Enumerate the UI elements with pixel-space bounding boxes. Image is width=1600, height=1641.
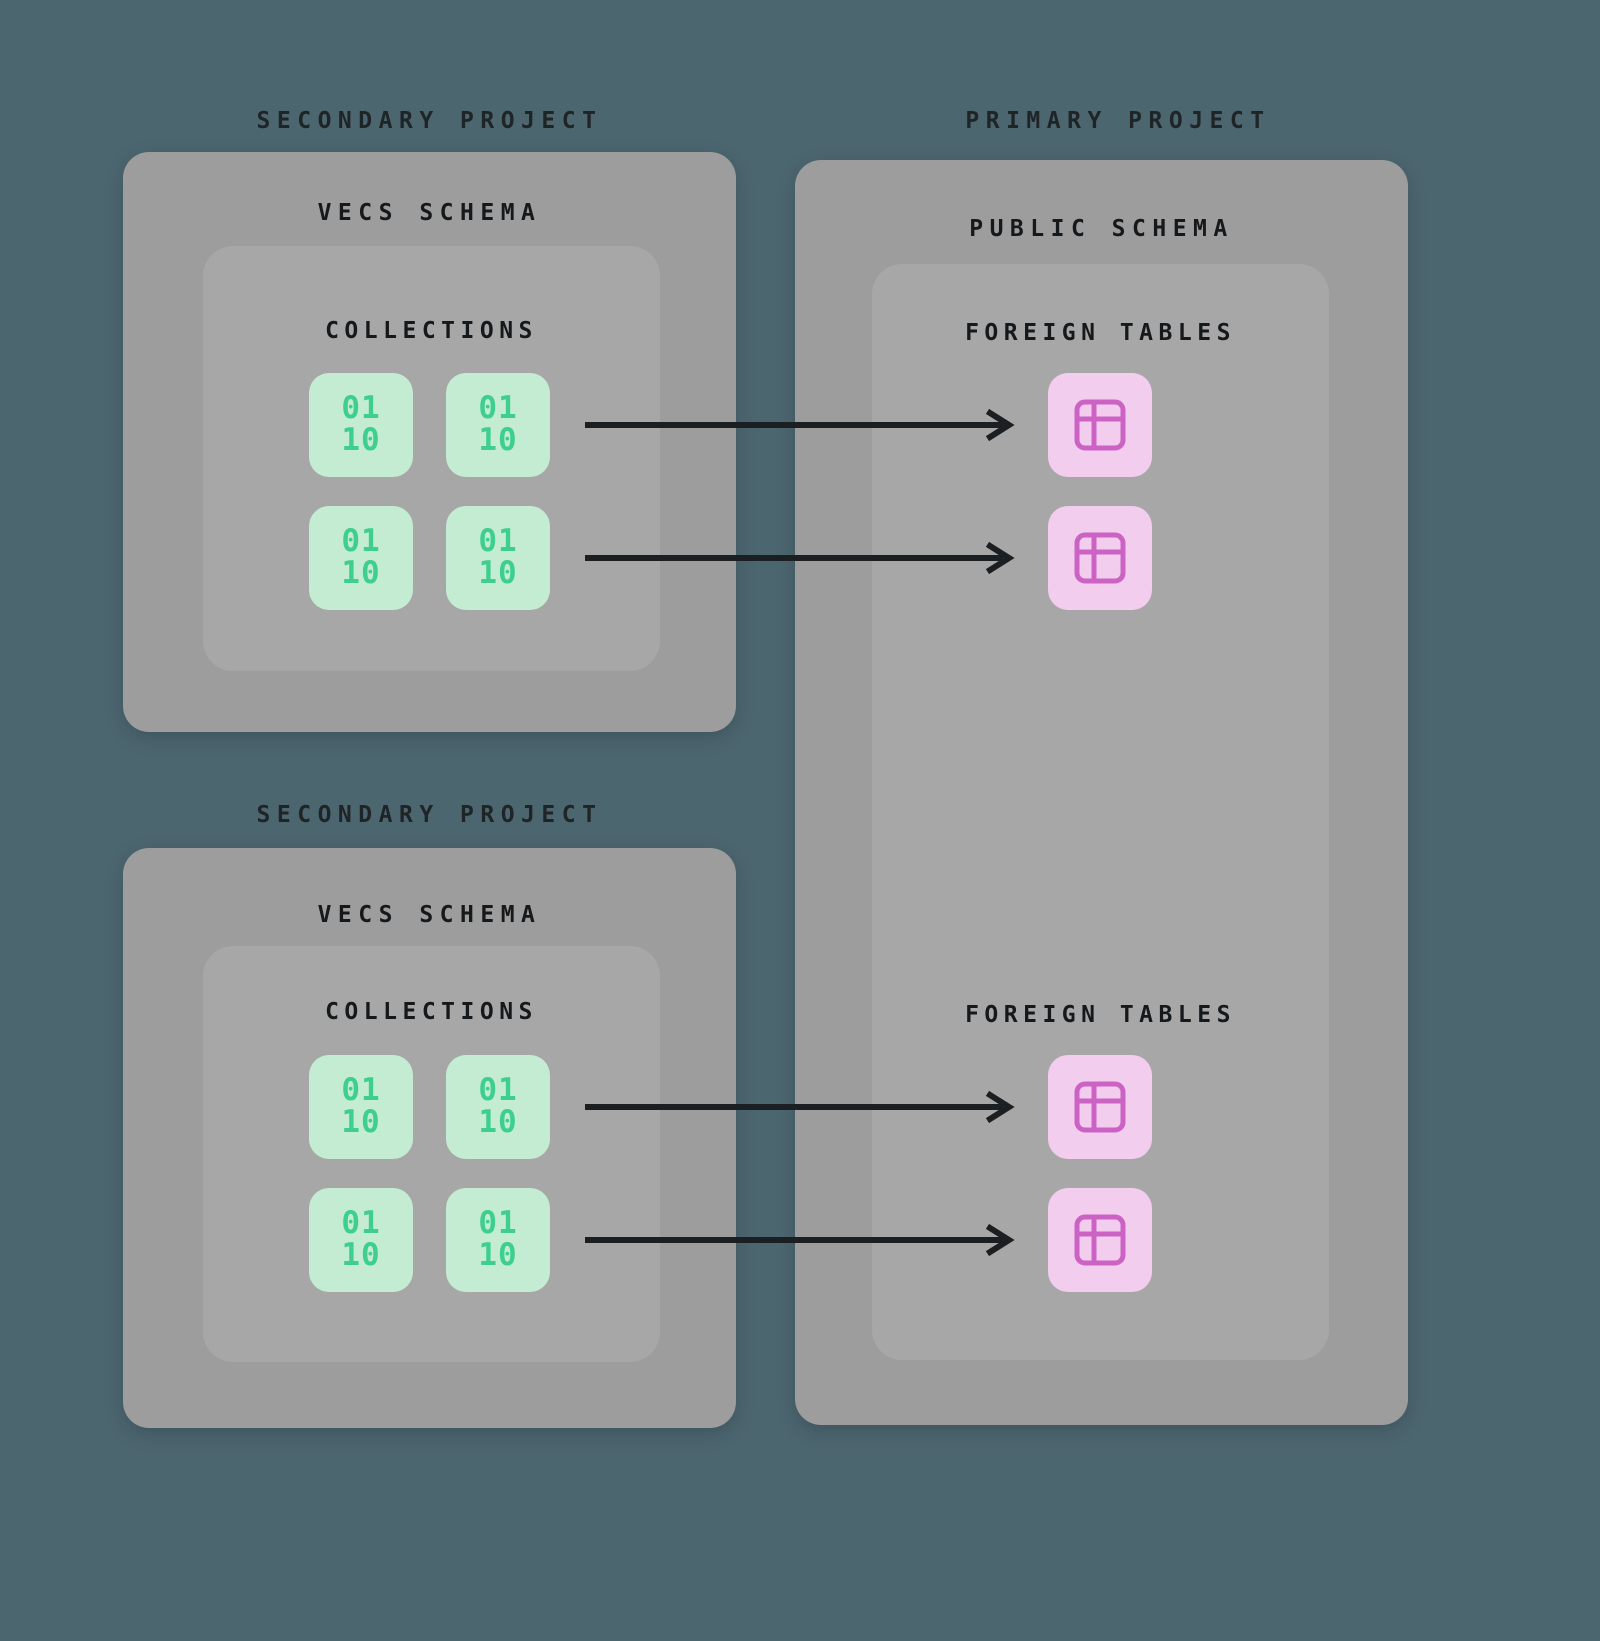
foreign-tables-label-1: FOREIGN TABLES <box>965 320 1236 346</box>
collection-tile-text: 01 10 <box>478 1205 518 1273</box>
collection-tile-text: 01 10 <box>478 523 518 591</box>
table-icon <box>1070 528 1130 588</box>
collection-tile-5[interactable]: 01 10 <box>309 1055 413 1159</box>
arrow-2 <box>585 541 1017 575</box>
collection-tile-3[interactable]: 01 10 <box>309 506 413 610</box>
foreign-table-3[interactable] <box>1048 1055 1152 1159</box>
collection-tile-text: 01 10 <box>478 1072 518 1140</box>
foreign-table-1[interactable] <box>1048 373 1152 477</box>
primary-project-title: PRIMARY PROJECT <box>965 108 1271 134</box>
foreign-table-4[interactable] <box>1048 1188 1152 1292</box>
vecs-schema-inner-panel-1 <box>203 246 660 671</box>
table-icon <box>1070 395 1130 455</box>
foreign-table-2[interactable] <box>1048 506 1152 610</box>
collection-tile-7[interactable]: 01 10 <box>309 1188 413 1292</box>
arrow-4 <box>585 1223 1017 1257</box>
secondary-project-panel-2 <box>123 848 736 1428</box>
collection-tile-text: 01 10 <box>341 523 381 591</box>
secondary-project-title-2: SECONDARY PROJECT <box>256 802 603 828</box>
vecs-schema-inner-panel-2 <box>203 946 660 1362</box>
vecs-schema-label-2: VECS SCHEMA <box>317 902 542 928</box>
collection-tile-text: 01 10 <box>341 390 381 458</box>
collection-tile-text: 01 10 <box>341 1072 381 1140</box>
public-schema-label: PUBLIC SCHEMA <box>969 216 1234 242</box>
collection-tile-4[interactable]: 01 10 <box>446 506 550 610</box>
arrow-1 <box>585 408 1017 442</box>
collection-tile-8[interactable]: 01 10 <box>446 1188 550 1292</box>
table-icon <box>1070 1077 1130 1137</box>
collections-label-1: COLLECTIONS <box>325 318 538 344</box>
collection-tile-1[interactable]: 01 10 <box>309 373 413 477</box>
secondary-project-title-1: SECONDARY PROJECT <box>256 108 603 134</box>
table-icon <box>1070 1210 1130 1270</box>
collection-tile-text: 01 10 <box>341 1205 381 1273</box>
foreign-tables-label-2: FOREIGN TABLES <box>965 1002 1236 1028</box>
collection-tile-text: 01 10 <box>478 390 518 458</box>
collection-tile-6[interactable]: 01 10 <box>446 1055 550 1159</box>
collection-tile-2[interactable]: 01 10 <box>446 373 550 477</box>
vecs-schema-label-1: VECS SCHEMA <box>317 200 542 226</box>
secondary-project-panel-1 <box>123 152 736 732</box>
arrow-3 <box>585 1090 1017 1124</box>
collections-label-2: COLLECTIONS <box>325 999 538 1025</box>
